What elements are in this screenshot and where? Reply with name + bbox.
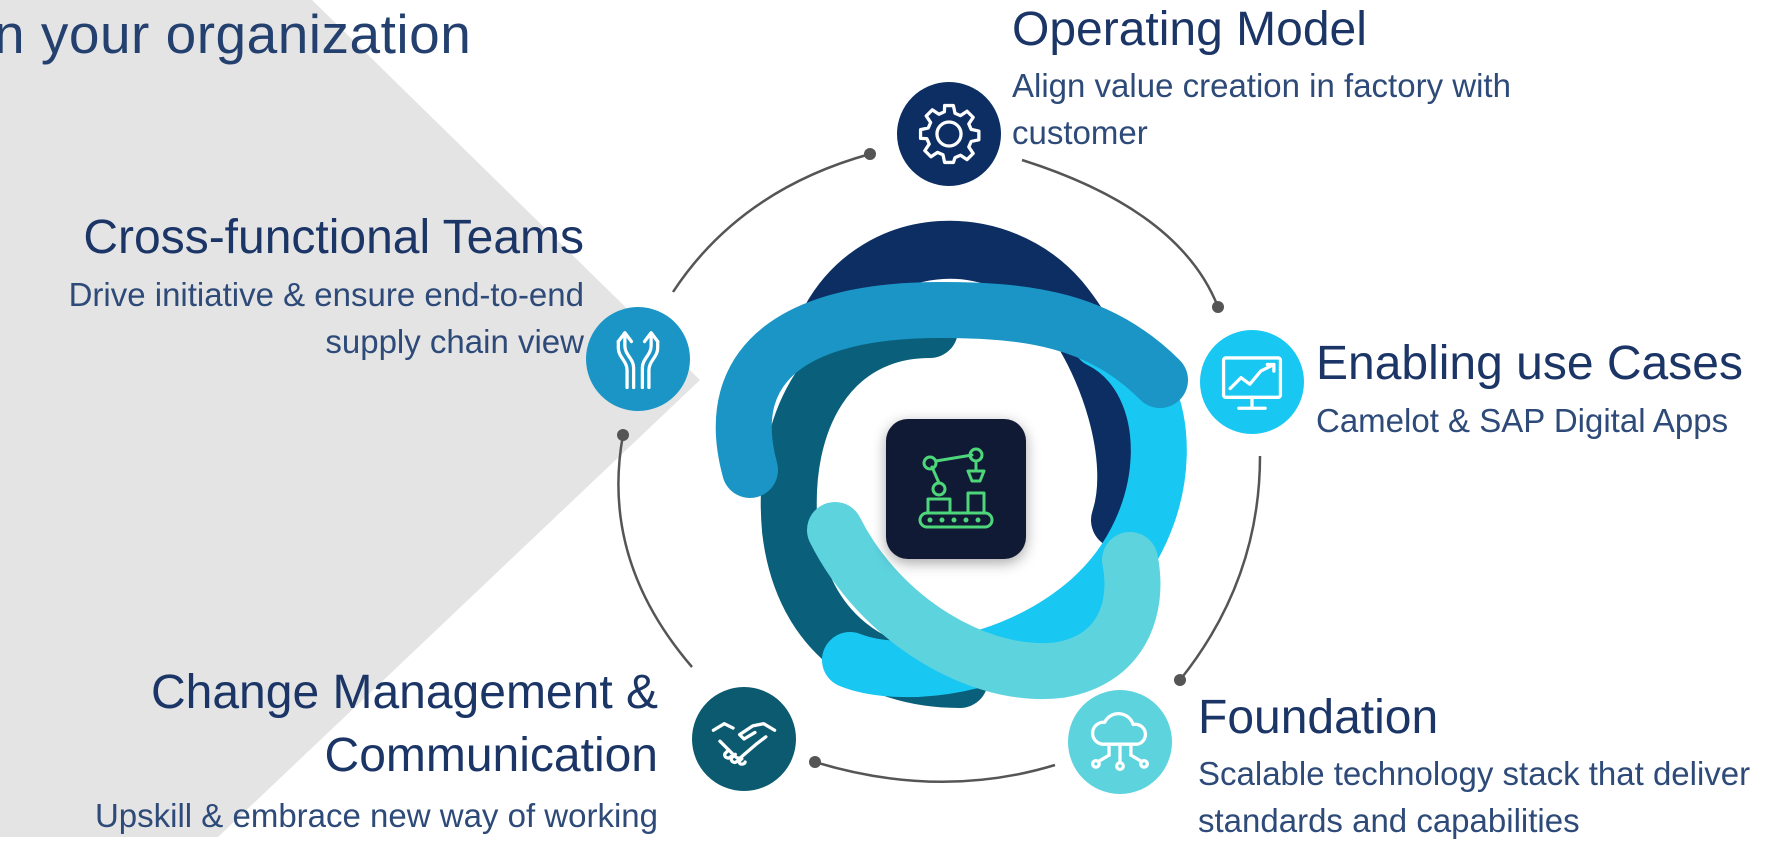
chart-monitor-icon	[1221, 356, 1283, 410]
change-management-node	[692, 687, 796, 791]
connector-dot	[1174, 674, 1186, 686]
cross-functional-teams-description: Drive initiative & ensure end-to-end sup…	[68, 276, 584, 360]
page-title: n your organization	[0, 3, 472, 65]
gear-icon	[918, 103, 981, 165]
connector-dot	[1212, 301, 1224, 313]
merging-arrows-icon	[616, 331, 660, 390]
change-management-title-line2: Communication	[324, 729, 658, 782]
cross-functional-teams-title: Cross-functional Teams	[83, 211, 584, 264]
enabling-use-cases-node	[1200, 330, 1304, 434]
connector-dot	[617, 429, 629, 441]
center-tile	[886, 419, 1026, 559]
robot-arm-icon	[918, 447, 994, 529]
connector-arc	[617, 434, 693, 668]
connector-dot	[864, 148, 876, 160]
connector-dot	[809, 756, 821, 768]
ribbon-aqua	[807, 502, 1161, 700]
foundation-title: Foundation	[1198, 691, 1439, 744]
connector-arc	[814, 760, 1056, 783]
change-management-description: Upskill & embrace new way of working	[94, 797, 658, 834]
enabling-use-cases-description: Camelot & SAP Digital Apps	[1316, 402, 1729, 439]
foundation-description: Scalable technology stack that deliver s…	[1198, 755, 1751, 839]
change-management-title-line1: Change Management &	[151, 666, 658, 719]
cross-functional-teams-node	[586, 307, 690, 411]
operating-model-title: Operating Model	[1012, 3, 1367, 56]
connector-arc	[1179, 455, 1262, 681]
operating-model-node	[897, 82, 1001, 186]
connector-arc	[671, 152, 871, 293]
enabling-use-cases-title: Enabling use Cases	[1316, 337, 1743, 390]
cloud-network-icon	[1090, 712, 1149, 771]
foundation-node	[1068, 690, 1172, 794]
operating-model-description: Align value creation in factory with cus…	[1012, 67, 1511, 151]
handshake-icon	[711, 722, 777, 766]
ribbon-blue	[715, 281, 1188, 498]
connector-arc	[1021, 158, 1220, 308]
